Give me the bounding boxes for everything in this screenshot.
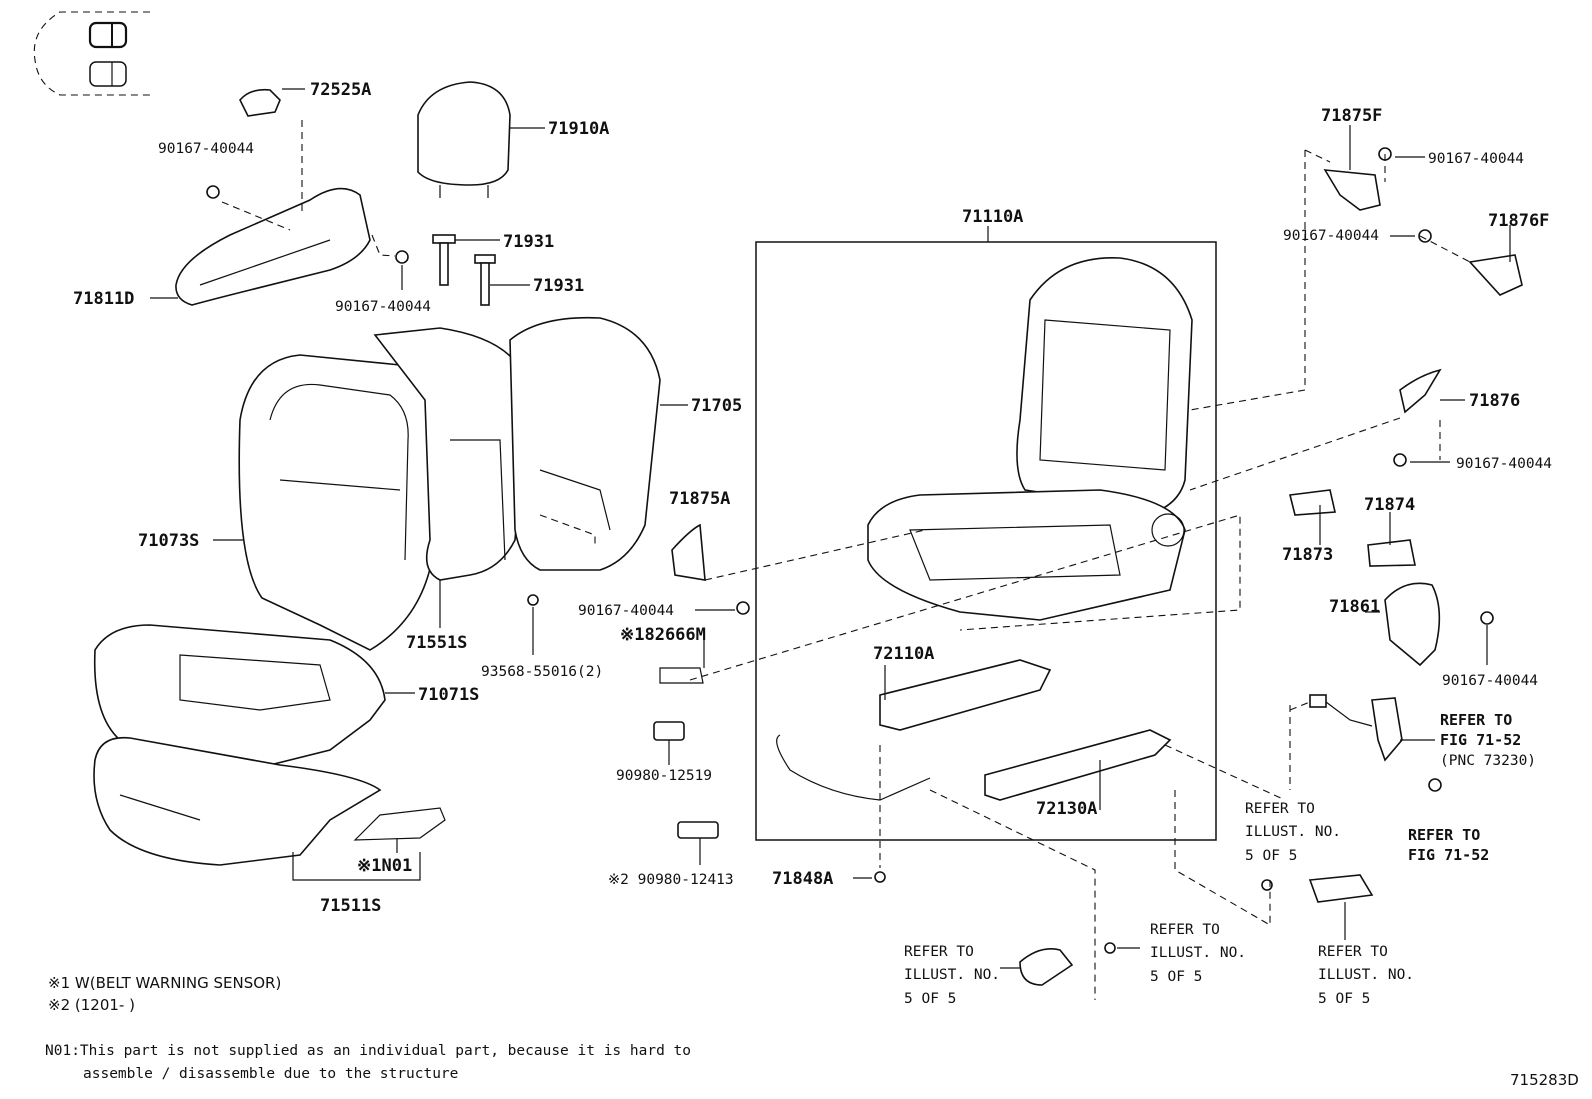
footnote-1: ※1 W(BELT WARNING SENSOR) xyxy=(48,974,281,992)
ref-illust-b: REFER TO ILLUST. NO. 5 OF 5 xyxy=(1150,922,1246,985)
label-71875F: 71875F xyxy=(1321,106,1382,126)
label-71875A: 71875A xyxy=(669,489,730,509)
label-90980-12519: 90980-12519 xyxy=(616,768,712,784)
reference-notes: REFER TO FIG 71-52 (PNC 73230) REFER TO … xyxy=(904,711,1536,1007)
belt-warning-sensor xyxy=(353,807,446,841)
label-90167-40044-e: 90167-40044 xyxy=(1283,228,1379,244)
part-labels: 72525A 90167-40044 71910A 71811D 90167-4… xyxy=(73,80,1552,916)
label-90167-40044-f: 90167-40044 xyxy=(1456,456,1552,472)
footnote-n01-line1: N01:This part is not supplied as an indi… xyxy=(45,1043,691,1059)
label-71874: 71874 xyxy=(1364,495,1415,515)
svg-text:ILLUST. NO.: ILLUST. NO. xyxy=(1150,945,1246,961)
belt-buckle-harness xyxy=(1309,694,1442,792)
svg-text:5 OF 5: 5 OF 5 xyxy=(1150,969,1202,985)
ref-illust-d: REFER TO ILLUST. NO. 5 OF 5 xyxy=(1318,944,1414,1007)
seatback-cover xyxy=(238,354,439,651)
seat-frame xyxy=(867,257,1193,621)
svg-text:REFER TO: REFER TO xyxy=(1318,944,1388,960)
ref-fig-71-52-pnc: REFER TO FIG 71-52 (PNC 73230) xyxy=(1440,711,1536,769)
side-shield xyxy=(175,88,371,306)
svg-text:5 OF 5: 5 OF 5 xyxy=(904,991,956,1007)
leader-lines xyxy=(150,88,1511,969)
seat-position-indicator xyxy=(33,11,150,96)
seat-cushion-pad xyxy=(93,736,382,866)
seat-cushion-cover xyxy=(93,624,386,772)
svg-text:ILLUST. NO.: ILLUST. NO. xyxy=(904,967,1000,983)
headrest xyxy=(417,81,511,198)
label-90167-40044-c: 90167-40044 xyxy=(578,603,674,619)
label-72525A: 72525A xyxy=(310,80,371,100)
bolts xyxy=(206,147,1494,954)
seat-adjuster-rails xyxy=(776,659,1172,801)
footnote-2: ※2 (1201- ) xyxy=(48,996,135,1014)
label-71071S: 71071S xyxy=(418,685,479,705)
label-71876: 71876 xyxy=(1469,391,1520,411)
label-71876F: 71876F xyxy=(1488,211,1549,231)
seatback-pad xyxy=(373,327,529,581)
side-covers xyxy=(671,169,1523,986)
label-71073S: 71073S xyxy=(138,531,199,551)
diagram-code: 715283D xyxy=(1510,1071,1579,1089)
svg-text:REFER TO: REFER TO xyxy=(904,944,974,960)
svg-text:ILLUST. NO.: ILLUST. NO. xyxy=(1245,824,1341,840)
label-71873: 71873 xyxy=(1282,545,1333,565)
svg-text:5 OF 5: 5 OF 5 xyxy=(1318,991,1370,1007)
footnotes: ※1 W(BELT WARNING SENSOR) ※2 (1201- ) N0… xyxy=(45,974,691,1082)
label-90167-40044-a: 90167-40044 xyxy=(158,141,254,157)
label-93568-55016: 93568-55016(2) xyxy=(481,664,603,680)
svg-text:5 OF 5: 5 OF 5 xyxy=(1245,848,1297,864)
svg-text:REFER TO: REFER TO xyxy=(1245,801,1315,817)
label-82666M: ※182666M xyxy=(620,625,706,645)
label-90167-40044-d: 90167-40044 xyxy=(1428,151,1524,167)
label-71811D: 71811D xyxy=(73,289,134,309)
ref-fig-71-52: REFER TO FIG 71-52 xyxy=(1408,826,1489,864)
label-71705: 71705 xyxy=(691,396,742,416)
svg-text:FIG 71-52: FIG 71-52 xyxy=(1440,731,1521,749)
label-71551S: 71551S xyxy=(406,633,467,653)
dashed-connectors xyxy=(221,120,1471,1000)
frame-group-label: 71110A xyxy=(962,207,1023,227)
connectors xyxy=(653,667,719,839)
headrest-supports xyxy=(432,234,496,306)
ref-illust-a: REFER TO ILLUST. NO. 5 OF 5 xyxy=(1245,801,1341,864)
label-90980-12413: ※2 90980-12413 xyxy=(608,872,734,888)
label-72130A: 72130A xyxy=(1036,799,1097,819)
svg-text:ILLUST. NO.: ILLUST. NO. xyxy=(1318,967,1414,983)
label-72110A: 72110A xyxy=(873,644,934,664)
label-71931-a: 71931 xyxy=(503,232,554,252)
footnote-n01-line2: assemble / disassemble due to the struct… xyxy=(83,1066,458,1082)
svg-text:FIG 71-52: FIG 71-52 xyxy=(1408,846,1489,864)
frame-assembly-box xyxy=(755,241,1217,841)
ref-illust-c: REFER TO ILLUST. NO. 5 OF 5 xyxy=(904,944,1000,1007)
svg-text:REFER TO: REFER TO xyxy=(1150,922,1220,938)
label-90167-40044-b: 90167-40044 xyxy=(335,299,431,315)
label-N01: ※1N01 xyxy=(357,856,412,876)
svg-text:(PNC 73230): (PNC 73230) xyxy=(1440,753,1536,769)
label-71931-b: 71931 xyxy=(533,276,584,296)
seatback-board xyxy=(509,316,661,571)
svg-text:REFER TO: REFER TO xyxy=(1440,711,1512,729)
label-71861: 71861 xyxy=(1329,597,1380,617)
svg-text:REFER TO: REFER TO xyxy=(1408,826,1480,844)
label-90167-40044-g: 90167-40044 xyxy=(1442,673,1538,689)
label-71910A: 71910A xyxy=(548,119,609,139)
label-71848A: 71848A xyxy=(772,869,833,889)
label-71511S: 71511S xyxy=(320,896,381,916)
